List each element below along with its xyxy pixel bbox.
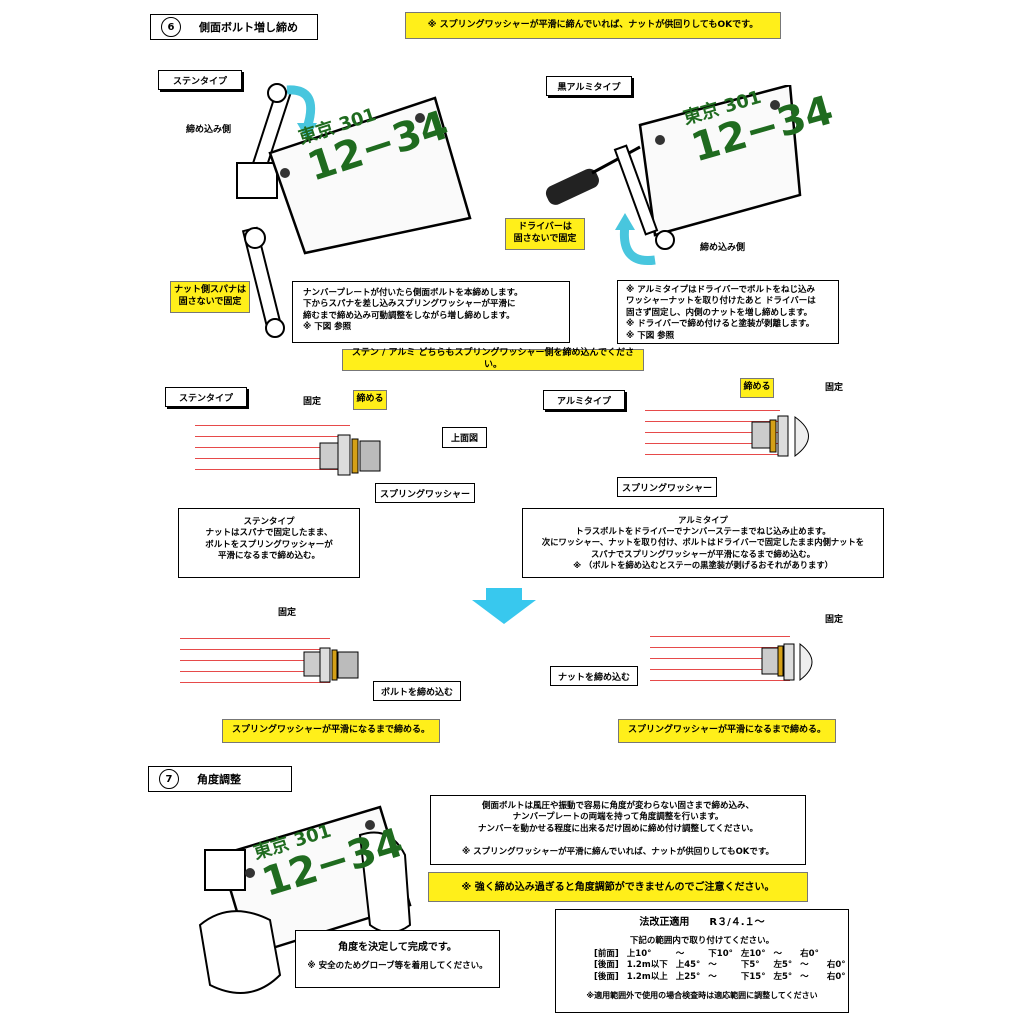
complete-line2: ※ 安全のためグローブ等を着用してください。	[307, 960, 488, 971]
cell: 1.2m以上	[626, 971, 668, 982]
law-sub: 下記の範囲内で取り付けてください。	[629, 935, 775, 946]
tighten-label-1: 締める	[353, 390, 387, 410]
tighten-side-label-2: 締め込み側	[700, 243, 746, 253]
black-alu-type-tag: 黒アルミタイプ	[546, 76, 632, 96]
cell: ～	[773, 948, 782, 959]
cell: ～	[675, 948, 685, 959]
complete-line1: 角度を決定して完成です。	[338, 942, 457, 953]
result-right: スプリングワッシャーが平滑になるまで締める。	[618, 719, 836, 743]
cell: [後面]	[594, 971, 619, 982]
stainless-type-tag: ステンタイプ	[158, 70, 242, 90]
cell: 上45°	[675, 960, 701, 971]
cell: 上10°	[626, 948, 652, 959]
fixed-label-1: 固定	[297, 392, 327, 408]
alu-description: ※ アルミタイプはドライバーでボルトをねじ込み ワッシャーナットを取り付けたあと…	[617, 280, 839, 344]
down-arrow-icon	[472, 588, 536, 624]
stainless-bolt-assembly-2	[303, 647, 359, 683]
alu-instruction-box: アルミタイプ トラスボルトをドライバーでナンバーステーまでねじ込み止めます。 次…	[522, 508, 884, 578]
cell: 左10°	[740, 948, 766, 959]
stainless-plate-illustration	[236, 83, 472, 338]
step-title: 側面ボルト増し締め	[199, 21, 298, 34]
cell: [後面]	[594, 960, 619, 971]
law-row: [後面] 1.2m以下 上45° ～ 下5° 左5° ～ 右0°	[590, 960, 850, 971]
cell: ～	[800, 971, 809, 982]
fixed-label-2: 固定	[820, 378, 848, 394]
cell: 右0°	[826, 971, 846, 982]
cell: 右0°	[826, 960, 846, 971]
cell: 1.2m以下	[626, 960, 668, 971]
alu-stay-lines	[645, 410, 780, 465]
stainless-bolt-assembly	[319, 434, 381, 476]
cell: 下5°	[740, 960, 760, 971]
tighten-label-2: 締める	[740, 378, 774, 398]
angle-adjust-illustration	[198, 805, 412, 994]
step-number-7: 7	[159, 769, 179, 789]
top-note: ※ スプリングワッシャーが平滑に締んでいれば、ナットが供回りしてもOKです。	[405, 12, 781, 39]
law-table: [前面] 上10° ～ 下10° 左10° ～ 右0° [後面] 1.2m以下 …	[590, 949, 850, 983]
law-box: 法改正適用 R３/４.１～ 下記の範囲内で取り付けてください。 [前面] 上10…	[555, 909, 849, 1013]
step-7-header: 7 角度調整	[148, 766, 292, 792]
tighten-side-label: 締め込み側	[186, 125, 232, 135]
alu-bolt-assembly-2	[761, 642, 813, 682]
diag-alu-tag: アルミタイプ	[543, 390, 625, 410]
law-foot: ※適用範囲外で使用の場合検査時は適応範囲に調整してください	[586, 991, 818, 1001]
tighten-bolt-label: ボルトを締め込む	[373, 681, 461, 701]
fixed-label-4: 固定	[820, 610, 848, 626]
diag-stainless-tag: ステンタイプ	[165, 387, 247, 407]
nut-side-spanner-note: ナット側スパナは 固さないで固定	[170, 281, 250, 313]
step-6-header: 6 側面ボルト増し締め	[150, 14, 318, 40]
law-title: 法改正適用 R３/４.１～	[639, 917, 765, 928]
alu-bolt-assembly	[751, 415, 809, 457]
alu-plate-illustration	[545, 85, 802, 266]
result-left: スプリングワッシャーが平滑になるまで締める。	[222, 719, 440, 743]
cell: 下15°	[740, 971, 766, 982]
cell: 左5°	[773, 971, 793, 982]
stainless-stay-lines-2	[180, 638, 330, 693]
cell: 左5°	[773, 960, 793, 971]
tighten-nut-label: ナットを締め込む	[550, 666, 638, 686]
cell: 右0°	[800, 948, 819, 959]
alu-stay-lines-2	[650, 636, 790, 691]
top-view-label: 上面図	[442, 427, 488, 448]
cell: ～	[708, 960, 717, 971]
fixed-label-3: 固定	[272, 603, 302, 619]
complete-box: 角度を決定して完成です。 ※ 安全のためグローブ等を着用してください。	[295, 930, 500, 988]
step-number: 6	[161, 17, 181, 37]
step-title-7: 角度調整	[197, 773, 241, 786]
plate-text-2: 東京 301 12−34	[680, 65, 838, 171]
driver-note: ドライバーは 固さないで固定	[505, 218, 585, 250]
law-row: [前面] 上10° ～ 下10° 左10° ～ 右0°	[590, 949, 850, 960]
law-row: [後面] 1.2m以上 上25° ～ 下15° 左5° ～ 右0°	[590, 972, 850, 983]
caution-note: ※ 強く締め込み過ぎると角度調節ができませんのでご注意ください。	[428, 872, 808, 902]
stainless-instruction-box: ステンタイプ ナットはスパナで固定したまま、 ボルトをスプリングワッシャーが 平…	[178, 508, 360, 578]
cell: [前面]	[594, 948, 619, 959]
spring-washer-label-1: スプリングワッシャー	[375, 483, 475, 503]
both-types-note: ステン / アルミ どちらもスプリングワッシャー側を締め込んでください。	[342, 348, 644, 371]
spring-washer-label-2: スプリングワッシャー	[617, 477, 717, 497]
stainless-stay-lines	[195, 425, 350, 480]
cell: 下10°	[708, 948, 733, 959]
stainless-description: ナンバープレートが付いたら側面ボルトを本締めします。 下からスパナを差し込みスプ…	[292, 281, 570, 343]
cell: ～	[800, 960, 809, 971]
cell: 上25°	[675, 971, 701, 982]
angle-description: 側面ボルトは風圧や振動で容易に角度が変わらない固さまで締め込み、 ナンバープレー…	[430, 795, 806, 865]
cell: ～	[708, 971, 717, 982]
